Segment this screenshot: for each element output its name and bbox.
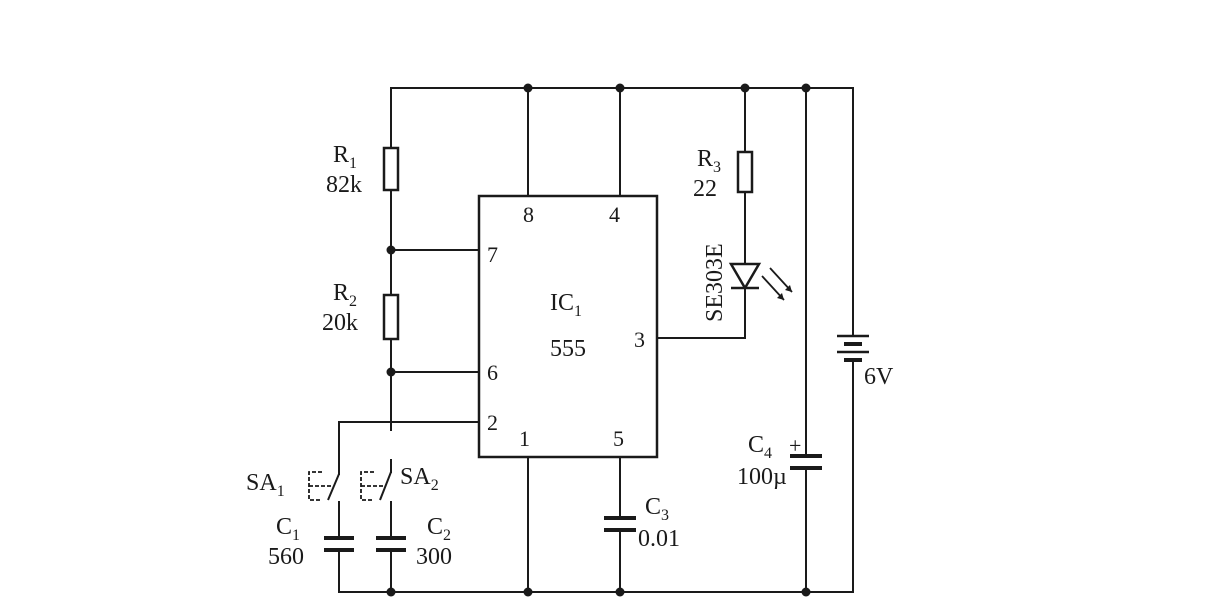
- battery-6v: 6V: [837, 334, 894, 390]
- resistor-r3-name: R3: [697, 146, 721, 176]
- resistor-r1-body: [382, 146, 400, 192]
- junction-dot: [523, 83, 533, 93]
- led-triangle: [728, 262, 762, 291]
- led-label: SE303E: [702, 243, 728, 322]
- switch-sa1-lever: [327, 473, 340, 501]
- resistor-r1-name: R1: [333, 142, 357, 172]
- junction-dot: [386, 367, 396, 377]
- capacitor-c3-value: 0.01: [638, 526, 680, 552]
- junction-dot: [523, 587, 533, 597]
- junction-dot: [386, 245, 396, 255]
- capacitor-c3-plates: [604, 516, 636, 532]
- resistor-r3: R3 22: [693, 146, 754, 202]
- ic-body: [477, 194, 659, 459]
- switch-sa2-label: SA2: [400, 464, 439, 494]
- switch-sa1-label: SA1: [246, 470, 285, 500]
- resistor-r3-value: 22: [693, 176, 717, 202]
- pin-6-label: 6: [487, 360, 498, 385]
- junction-dot: [740, 83, 750, 93]
- resistor-r1-value: 82k: [326, 172, 362, 198]
- capacitor-c1-plates: [324, 536, 354, 552]
- led-emission-arrows-icon: [761, 267, 793, 301]
- pin2-wire: [338, 421, 480, 473]
- ic-type: 555: [550, 336, 586, 362]
- capacitor-c2-name: C2: [427, 514, 451, 544]
- pin-2-label: 2: [487, 410, 498, 435]
- pin-5-label: 5: [613, 426, 624, 451]
- resistor-r2-value: 20k: [322, 310, 358, 336]
- junction-dot: [615, 587, 625, 597]
- resistor-r2-body: [382, 293, 400, 341]
- capacitor-c3-name: C3: [645, 494, 669, 524]
- led-se303e: SE303E: [702, 243, 793, 322]
- switch-sa2-actuator: [360, 471, 383, 501]
- capacitor-c4: + C4 100µ: [737, 432, 822, 490]
- switch-sa1: SA1: [246, 470, 340, 501]
- capacitor-c4-name: C4: [748, 432, 772, 462]
- junction-dot: [801, 587, 811, 597]
- capacitor-c4-polarity: +: [789, 433, 801, 458]
- capacitor-c4-plates: [790, 454, 822, 470]
- switch-sa2-lever: [379, 471, 392, 501]
- junction-dot: [386, 587, 396, 597]
- resistor-r2-name: R2: [333, 280, 357, 310]
- capacitor-c4-value: 100µ: [737, 464, 787, 490]
- capacitor-c2: C2 300: [376, 514, 452, 570]
- capacitor-c3: C3 0.01: [604, 494, 680, 552]
- ic-name: IC1: [550, 290, 582, 320]
- pin-1-label: 1: [519, 426, 530, 451]
- junction-dot: [801, 83, 811, 93]
- junctions: [386, 83, 811, 597]
- capacitor-c1-value: 560: [268, 544, 304, 570]
- led-branch-wire: [656, 87, 746, 339]
- wires: [338, 87, 854, 593]
- pin-8-label: 8: [523, 202, 534, 227]
- pin-7-label: 7: [487, 242, 498, 267]
- junction-dot: [615, 83, 625, 93]
- capacitor-c2-plates: [376, 536, 406, 552]
- capacitor-c1-name: C1: [276, 514, 300, 544]
- capacitor-c1: C1 560: [268, 514, 354, 570]
- resistor-r2: R2 20k: [322, 280, 400, 341]
- switch-sa2: SA2: [360, 464, 439, 501]
- capacitor-c2-value: 300: [416, 544, 452, 570]
- resistor-r3-body: [736, 150, 754, 194]
- ic-555: IC1 555 8 4 7 6 3 2 1 5: [477, 194, 659, 459]
- pin-4-label: 4: [609, 202, 620, 227]
- resistor-r1: R1 82k: [326, 142, 400, 198]
- battery-value: 6V: [864, 364, 894, 390]
- switch-sa1-actuator: [308, 471, 331, 501]
- pin-3-label: 3: [634, 327, 645, 352]
